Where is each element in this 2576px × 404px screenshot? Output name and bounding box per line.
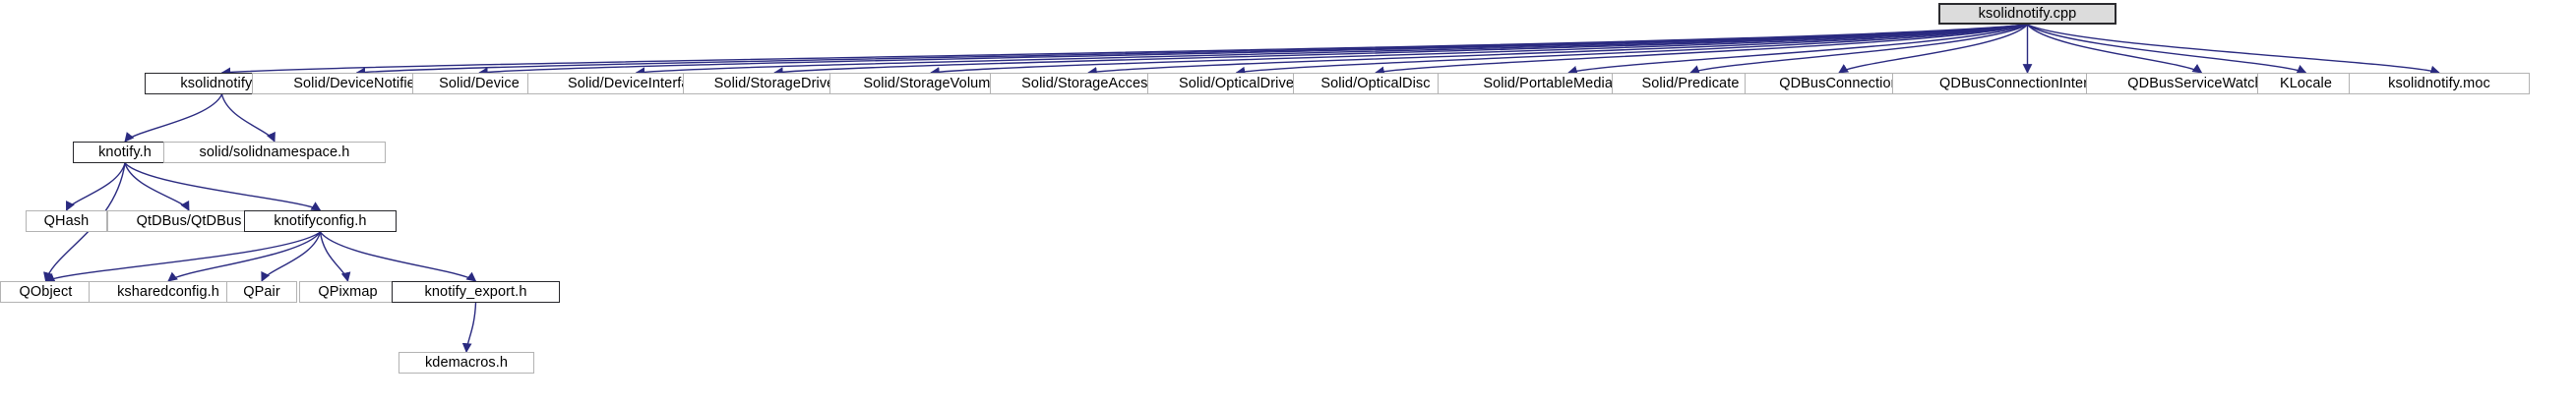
graph-edge [319,231,477,282]
graph-edge [478,24,2028,78]
graph-edge [355,24,2028,78]
graph-node-label: Solid/DeviceNotifier [293,75,420,91]
graph-node-qpair[interactable]: QPair [226,281,297,303]
graph-node-solid-predicate[interactable]: Solid/Predicate [1612,73,1769,94]
graph-node-label: QPair [243,283,280,300]
graph-edge [65,162,126,211]
graph-node-ksolidnotify-cpp: ksolidnotify.cpp [1938,3,2116,25]
graph-node-knotifyconfig-h[interactable]: knotifyconfig.h [244,210,397,232]
graph-node-label: Solid/PortableMediaPlayer [1483,75,1654,91]
graph-node-label: QDBusServiceWatcher [2127,75,2276,91]
graph-edge [930,24,2028,77]
graph-node-kdemacros-h[interactable]: kdemacros.h [399,352,534,374]
graph-node-label: Solid/StorageDrive [713,75,835,91]
graph-edge [319,231,351,282]
graph-edge [167,231,322,282]
graph-node-label: knotify.h [98,144,152,160]
graph-edge [261,231,322,282]
graph-edge [44,231,321,282]
graph-node-label: ksolidnotify.cpp [1978,5,2077,22]
graph-node-label: knotifyconfig.h [274,212,367,229]
graph-node-label: QDBusConnection [1779,75,1899,91]
graph-edge [220,24,2028,78]
graph-edge [1567,24,2028,76]
graph-edge [773,24,2028,78]
graph-node-label: Solid/OpticalDisc [1320,75,1431,91]
graph-edge [2027,24,2440,76]
graph-node-label: solid/solidnamespace.h [199,144,350,160]
graph-node-label: Solid/StorageVolume [863,75,999,91]
graph-node-label: Solid/Predicate [1641,75,1740,91]
graph-edge [1375,24,2028,77]
graph-node-solid-opticaldrive[interactable]: Solid/OpticalDrive [1147,73,1325,94]
graph-node-qobject[interactable]: QObject [0,281,92,303]
graph-node-label: QObject [19,283,73,300]
graph-node-label: QHash [43,212,90,229]
graph-node-solid-storagedrive[interactable]: Solid/StorageDrive [683,73,866,94]
graph-node-label: ksolidnotify.h [180,75,264,91]
graph-edge [2026,24,2203,74]
graph-node-klocale[interactable]: KLocale [2257,73,2355,94]
graph-node-label: kdemacros.h [424,354,509,371]
graph-node-solid-solidnamespace-h[interactable]: solid/solidnamespace.h [163,142,386,163]
graph-node-label: QtDBus/QtDBus [136,212,242,229]
graph-edge [124,162,190,211]
graph-edge [220,93,276,143]
graph-node-label: ksolidnotify.moc [2388,75,2490,91]
graph-edge [1235,24,2028,77]
graph-node-solid-opticaldisc[interactable]: Solid/OpticalDisc [1293,73,1458,94]
graph-node-label: ksharedconfig.h [117,283,219,300]
graph-edge [1838,24,2029,74]
graph-node-qpixmap[interactable]: QPixmap [299,281,397,303]
graph-edge [124,162,322,211]
graph-node-solid-storageaccess[interactable]: Solid/StorageAccess [990,73,1187,94]
graph-node-ksharedconfig-h[interactable]: ksharedconfig.h [89,281,248,303]
graph-node-knotify-export-h[interactable]: knotify_export.h [392,281,560,303]
graph-node-label: QPixmap [318,283,378,300]
graph-edge [1689,24,2028,75]
graph-node-label: Solid/Device [439,75,520,91]
graph-node-label: Solid/StorageAccess [1021,75,1155,91]
graph-node-knotify-h[interactable]: knotify.h [73,142,177,163]
graph-node-qhash[interactable]: QHash [26,210,107,232]
graph-node-qtdbus-qtdbus[interactable]: QtDBus/QtDBus [107,210,271,232]
graph-node-label: Solid/DeviceInterface [567,75,705,91]
graph-edge [461,302,477,353]
graph-node-solid-device[interactable]: Solid/Device [412,73,546,94]
graph-node-ksolidnotify-moc[interactable]: ksolidnotify.moc [2349,73,2530,94]
graph-edge [2027,24,2307,75]
graph-node-label: QDBusConnectionInterface [1939,75,2116,91]
graph-node-label: Solid/OpticalDrive [1178,75,1295,91]
graph-node-solid-storagevolume[interactable]: Solid/StorageVolume [829,73,1032,94]
graph-node-label: KLocale [2279,75,2333,91]
graph-node-label: knotify_export.h [424,283,527,300]
graph-edge [635,24,2028,78]
graph-edge [1087,24,2028,77]
graph-edge [124,93,223,143]
